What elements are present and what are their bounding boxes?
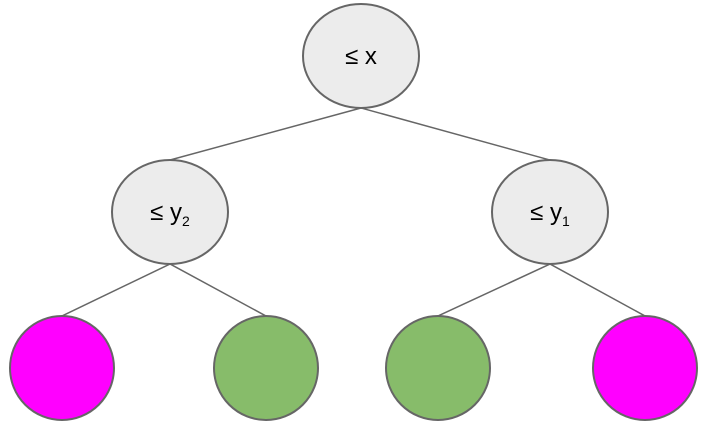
node-circle-leaf-magenta-right <box>592 315 698 421</box>
tree-edge-split-y1-to-leaf-magenta-right <box>540 258 655 322</box>
tree-node-leaf-magenta-right <box>592 315 698 421</box>
node-label-subscript-split-y1: 1 <box>562 213 570 229</box>
tree-edge-split-y2-to-leaf-green-left <box>160 258 276 322</box>
node-label-subscript-split-y2: 2 <box>182 213 190 229</box>
tree-edge-split-y1-to-leaf-green-right <box>428 259 560 321</box>
tree-edge-split-y2-to-leaf-magenta-left <box>52 259 180 321</box>
node-circle-split-y1 <box>491 159 609 265</box>
node-circle-leaf-magenta-left <box>9 315 115 421</box>
tree-node-leaf-green-left <box>213 315 319 421</box>
tree-nodes-layer: ≤ x ≤ y2 ≤ y1 <box>9 3 698 421</box>
node-circle-leaf-green-right <box>385 315 491 421</box>
tree-node-leaf-green-right <box>385 315 491 421</box>
tree-edges-layer <box>52 104 655 322</box>
node-circle-split-y2 <box>111 159 229 265</box>
node-circle-split-x <box>302 3 420 109</box>
tree-node-leaf-magenta-left <box>9 315 115 421</box>
tree-node-split-y2: ≤ y2 <box>111 159 229 265</box>
node-label-split-x: ≤ x <box>345 43 377 70</box>
node-circle-leaf-green-left <box>213 315 319 421</box>
tree-node-split-y1: ≤ y1 <box>491 159 609 265</box>
tree-node-split-x: ≤ x <box>302 3 420 109</box>
tree-edge-split-x-to-split-y2 <box>160 104 371 164</box>
tree-edge-split-x-to-split-y1 <box>351 104 560 164</box>
